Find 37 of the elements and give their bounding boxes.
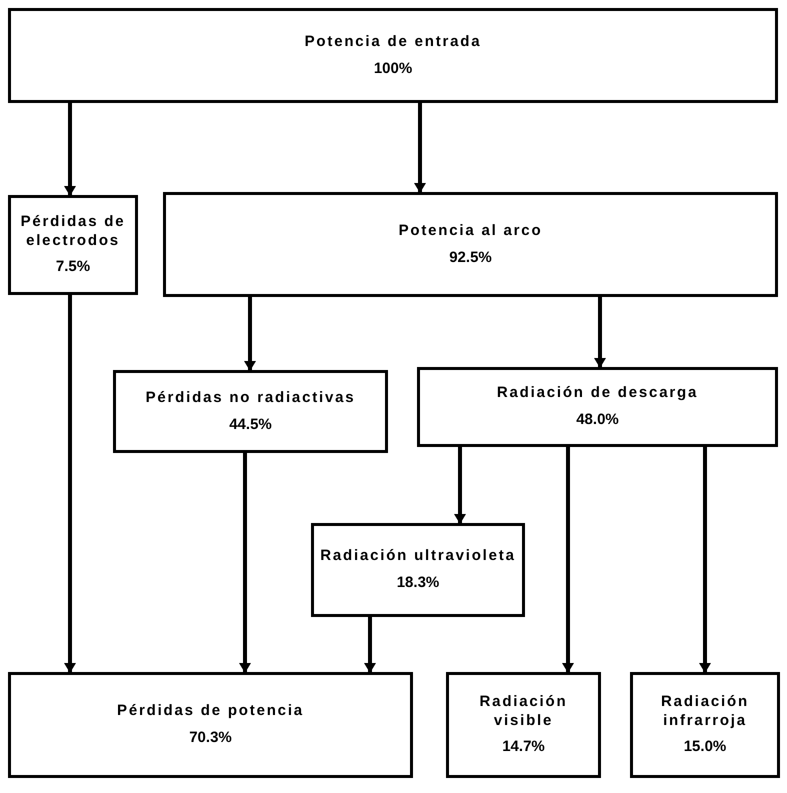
box-title: Potencia al arco — [398, 222, 542, 240]
percentage-value: 92.5% — [449, 248, 492, 268]
arrow — [364, 617, 376, 673]
arrow — [64, 295, 76, 673]
percentage-value: 70.3% — [189, 729, 232, 748]
arrow — [244, 297, 256, 371]
arrow — [454, 447, 466, 524]
box-title: Radiación infrarroja — [660, 692, 750, 730]
process-box — [8, 672, 413, 778]
process-box — [8, 8, 778, 103]
arrow — [64, 103, 76, 196]
process-box — [630, 672, 780, 778]
process-box — [113, 370, 388, 453]
arrow — [699, 447, 711, 673]
process-box — [163, 192, 778, 297]
process-box — [8, 195, 138, 295]
box-title: Pérdidas de potencia — [117, 702, 304, 721]
arrow — [562, 447, 574, 673]
process-box — [446, 672, 601, 778]
box-title: Potencia de entrada — [304, 32, 482, 52]
box-title: Radiación visible — [478, 692, 568, 730]
percentage-value: 18.3% — [396, 574, 440, 593]
process-box — [311, 523, 525, 617]
arrow — [594, 297, 606, 368]
box-title: Pérdidas no radiactivas — [146, 388, 356, 408]
box-title: Radiación ultravioleta — [320, 547, 516, 566]
percentage-value: 100% — [374, 60, 412, 78]
percentage-value: 7.5% — [56, 258, 90, 278]
arrow — [414, 103, 426, 193]
arrow — [239, 453, 251, 673]
percentage-value: 44.5% — [229, 416, 272, 434]
box-title: Radiación de descarga — [496, 384, 698, 403]
box-title: Pérdidas de electrodos — [20, 212, 126, 250]
percentage-value: 15.0% — [684, 738, 726, 758]
percentage-value: 14.7% — [502, 738, 545, 758]
percentage-value: 48.0% — [576, 411, 619, 430]
process-box — [417, 367, 778, 447]
